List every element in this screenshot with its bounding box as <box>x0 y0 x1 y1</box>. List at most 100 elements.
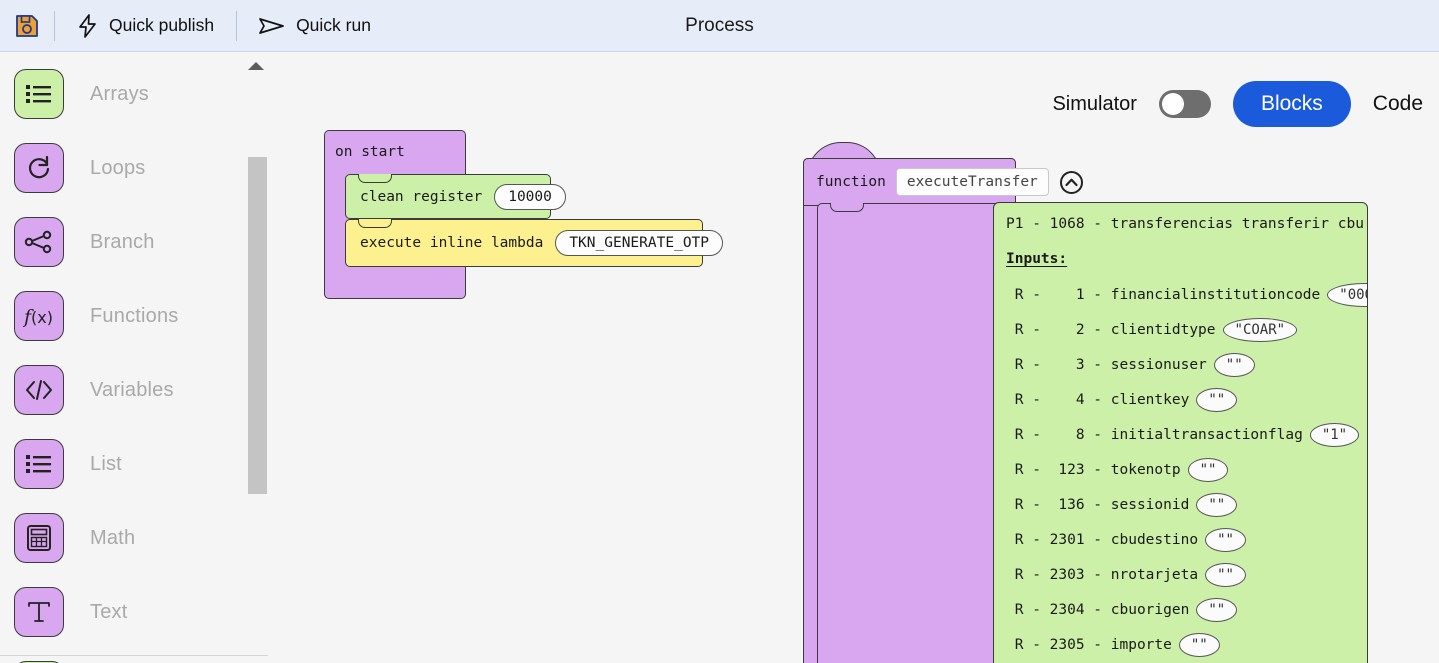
execute-lambda-value[interactable]: TKN_GENERATE_OTP <box>555 230 724 256</box>
parameter-row[interactable]: R - 8 - initialtransactionflag"1" <box>1006 423 1360 447</box>
parameter-id: 8 <box>1075 427 1085 443</box>
parameter-value-field[interactable]: "" <box>1205 563 1246 587</box>
parameter-id: 2301 <box>1049 532 1085 548</box>
toolbar-divider-1 <box>54 10 55 41</box>
calculator-icon <box>14 513 64 563</box>
parameter-kind: R - <box>1006 567 1050 583</box>
on-start-block-group[interactable]: on start clean register 10000 execute in… <box>324 130 724 299</box>
parameter-value-field[interactable]: "" <box>1205 528 1246 552</box>
parameter-value-field[interactable]: "" <box>1196 388 1238 412</box>
parameter-value-field[interactable]: "0000" <box>1327 283 1367 307</box>
branch-nodes-icon <box>14 217 64 267</box>
sidebar-item-next-partial[interactable] <box>0 649 247 663</box>
sidebar-item-math[interactable]: Math <box>0 501 247 575</box>
function-keyword-label: function <box>816 174 886 190</box>
parameter-row[interactable]: R - 2 - clientidtype"COAR" <box>1006 318 1298 342</box>
parameter-id: 136 <box>1058 497 1085 513</box>
parameter-name: - initialtransactionflag <box>1084 427 1303 443</box>
paper-plane-icon <box>259 17 284 34</box>
parameter-row[interactable]: R - 136 - sessionid"" <box>1006 493 1238 517</box>
parameter-kind: R - <box>1006 637 1050 653</box>
sidebar-item-list[interactable]: List <box>0 427 247 501</box>
code-tab-button[interactable]: Code <box>1372 92 1423 115</box>
parameter-id: 3 <box>1075 357 1085 373</box>
scroll-up-arrow-icon[interactable] <box>248 62 264 70</box>
sidebar-item-label: Arrays <box>90 82 149 105</box>
save-button[interactable] <box>10 9 44 43</box>
parameter-name: - importe <box>1084 637 1172 653</box>
bulleted-list-icon <box>14 439 64 489</box>
parameter-id: 2 <box>1075 322 1085 338</box>
clean-register-block[interactable]: clean register 10000 <box>345 173 566 219</box>
blocks-canvas[interactable]: Simulator Blocks Code on start clean reg… <box>268 53 1439 663</box>
parameter-value-field[interactable]: "COAR" <box>1222 318 1298 342</box>
parameter-row[interactable]: R - 2303 - nrotarjeta "" <box>1006 563 1246 587</box>
block-notch <box>830 202 864 212</box>
mode-controls: Simulator Blocks Code <box>1052 81 1423 127</box>
parameter-name: - sessionid <box>1084 497 1190 513</box>
svg-text:f: f <box>22 306 34 328</box>
sidebar-item-arrays[interactable]: Arrays <box>0 57 247 131</box>
parameter-row[interactable]: R - 4 - clientkey"" <box>1006 388 1238 412</box>
parameter-row[interactable]: R - 2304 - cbuorigen"" <box>1006 598 1238 622</box>
parameter-kind: R - <box>1006 287 1050 303</box>
parameter-value-field[interactable]: "1" <box>1309 423 1360 447</box>
sidebar-item-branch[interactable]: Branch <box>0 205 247 279</box>
parameter-value-field[interactable]: "" <box>1178 633 1220 657</box>
block-category-sidebar: Arrays Loops Branch f (x) <box>0 53 247 663</box>
sidebar-item-text[interactable]: Text <box>0 575 247 649</box>
lightning-bolt-icon <box>79 13 96 38</box>
parameter-name: - nrotarjeta <box>1084 567 1199 583</box>
sidebar-item-variables[interactable]: Variables <box>0 353 247 427</box>
parameter-value-field[interactable]: "" <box>1187 458 1229 482</box>
sidebar-item-functions[interactable]: f (x) Functions <box>0 279 247 353</box>
parameter-panel-title: P1 - 1068 - transferencias transferir cb… <box>1006 216 1364 232</box>
blocks-tab-button[interactable]: Blocks <box>1232 81 1351 127</box>
parameter-id: 1 <box>1075 287 1085 303</box>
parameter-value-field[interactable]: "" <box>1196 493 1238 517</box>
sidebar-item-label: List <box>90 452 122 475</box>
bulleted-list-icon <box>14 69 64 119</box>
quick-publish-button[interactable]: Quick publish <box>65 10 226 42</box>
svg-text:(x): (x) <box>31 308 53 327</box>
sidebar-scrollbar-thumb[interactable] <box>248 157 267 494</box>
on-start-label: on start <box>335 144 405 160</box>
parameter-id: 123 <box>1058 462 1085 478</box>
parameter-row[interactable]: R - 2305 - importe"" <box>1006 633 1220 657</box>
parameter-name: - clientkey <box>1084 392 1190 408</box>
sidebar-item-label: Variables <box>90 378 174 401</box>
clean-register-label: clean register <box>360 188 483 205</box>
parameter-row[interactable]: R - 2301 - cbudestino "" <box>1006 528 1246 552</box>
inputs-section-label: Inputs: <box>1006 251 1068 267</box>
parameter-kind: R - <box>1006 462 1050 478</box>
parameter-kind: R - <box>1006 602 1050 618</box>
parameter-panel[interactable]: P1 - 1068 - transferencias transferir cb… <box>993 202 1368 663</box>
function-block-header[interactable]: function executeTransfer <box>803 158 1083 206</box>
function-name-input[interactable]: executeTransfer <box>895 168 1049 196</box>
parameter-row[interactable]: R - 123 - tokenotp"" <box>1006 458 1229 482</box>
floppy-disk-icon <box>16 14 38 37</box>
execute-lambda-label: execute inline lambda <box>360 235 544 251</box>
parameter-kind: R - <box>1006 532 1050 548</box>
parameter-value-field[interactable]: "" <box>1196 598 1238 622</box>
top-toolbar: Quick publish Quick run Process <box>0 0 1439 52</box>
execute-inline-lambda-block[interactable]: execute inline lambda TKN_GENERATE_OTP <box>345 218 724 267</box>
clean-register-value[interactable]: 10000 <box>494 183 566 210</box>
sidebar-item-label: Loops <box>90 156 146 179</box>
letter-t-icon <box>14 587 64 637</box>
parameter-row[interactable]: R - 3 - sessionuser"" <box>1006 353 1255 377</box>
parameter-name: - cbudestino <box>1084 532 1199 548</box>
chevron-up-circle-icon[interactable] <box>1059 170 1084 195</box>
quick-run-label: Quick run <box>296 15 371 35</box>
parameter-kind: R - <box>1006 357 1050 373</box>
sidebar-item-label: Branch <box>90 230 155 253</box>
quick-run-button[interactable]: Quick run <box>247 11 383 40</box>
sidebar-item-loops[interactable]: Loops <box>0 131 247 205</box>
code-brackets-icon <box>14 365 64 415</box>
block-notch <box>358 218 392 228</box>
simulator-toggle[interactable] <box>1158 90 1211 118</box>
parameter-id: 2303 <box>1049 567 1085 583</box>
parameter-kind: R - <box>1006 392 1050 408</box>
parameter-row[interactable]: R - 1 - financialinstitutioncode"0000" <box>1006 283 1367 307</box>
parameter-value-field[interactable]: "" <box>1213 353 1255 377</box>
